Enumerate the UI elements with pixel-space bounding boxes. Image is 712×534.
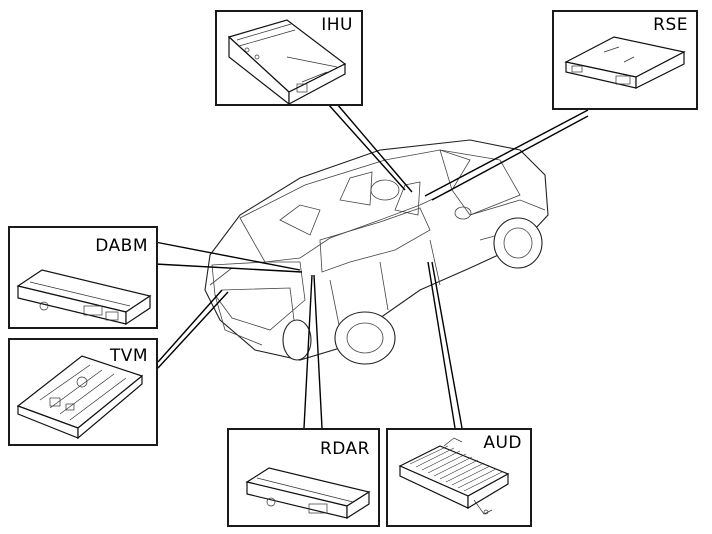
dabm-callout: DABM [8,226,158,329]
rdar-callout: RDAR [227,428,380,527]
rse-callout: RSE [552,10,698,110]
ihu-callout: IHU [215,10,363,106]
aud-amplifier-icon [398,437,510,515]
car-outline [204,139,549,365]
tvm-label: TVM [109,346,148,366]
dabm-unit-icon [16,269,152,326]
rse-label: RSE [653,15,688,35]
ihu-unit-icon [227,19,347,104]
tvm-callout: TVM [8,338,158,446]
rdar-unit-icon [245,467,371,520]
tvm-unit-icon [16,355,144,440]
rdar-label: RDAR [319,439,370,459]
rse-unit-icon [564,36,686,89]
aud-callout: AUD [386,428,532,527]
ihu-label: IHU [321,15,353,35]
leader-lines [154,103,589,429]
aud-label: AUD [483,433,522,453]
dabm-label: DABM [95,236,148,256]
